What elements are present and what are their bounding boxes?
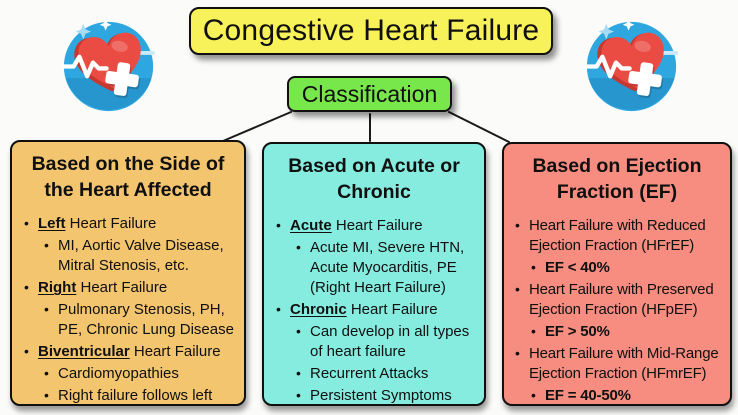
list-subitem-label: Can develop in all types of heart failur… <box>310 323 470 361</box>
list-item-label: Chronic Heart Failure <box>290 301 438 319</box>
bullet-dot: • <box>296 239 301 256</box>
bullet-dot: • <box>276 217 281 234</box>
heart-health-icon <box>583 18 680 115</box>
list-item: • Acute Heart Failure <box>272 216 476 236</box>
list-subitem-label: Right failure follows left <box>58 386 213 404</box>
list-subitem-label: Acute MI, Severe HTN, Acute Myocarditis,… <box>310 239 465 297</box>
list-item-label: Biventricular Heart Failure <box>38 343 221 361</box>
bullet-dot: • <box>44 301 49 318</box>
bullet-dot: • <box>24 215 29 232</box>
list-item: • Right Heart Failure <box>20 278 236 298</box>
category-box-side-of-heart: Based on the Side of the Heart Affected … <box>10 140 246 406</box>
list-subitem: • EF = 40-50% <box>531 386 723 406</box>
bullet-dot: • <box>531 259 536 276</box>
list-subitem-label: Cardiomyopathies <box>58 365 179 383</box>
heart-health-icon <box>60 18 157 115</box>
list-item: • Chronic Heart Failure <box>272 300 476 320</box>
list-subitem: • Right failure follows left <box>44 386 236 406</box>
bullet-dot: • <box>296 323 301 340</box>
ef-value: EF < 40% <box>545 259 610 277</box>
bullet-dot: • <box>44 386 49 403</box>
ef-value: EF = 40-50% <box>545 386 631 404</box>
box-title: Based on Acute or Chronic <box>288 155 460 203</box>
category-box-ejection-fraction: Based on Ejection Fraction (EF) • Heart … <box>502 142 732 406</box>
list-subitem: • MI, Aortic Valve Disease, Mitral Steno… <box>44 236 236 276</box>
list-subitem-label: Persistent Symptoms <box>310 386 452 404</box>
connector-line-right <box>448 111 510 143</box>
category-box-acute-chronic: Based on Acute or Chronic • Acute Heart … <box>262 142 486 406</box>
list-subitem: • Recurrent Attacks <box>296 364 476 384</box>
list-subitem: • Persistent Symptoms <box>296 386 476 406</box>
bullet-dot: • <box>515 345 520 362</box>
ef-value: EF > 50% <box>545 323 610 341</box>
bullet-dot: • <box>531 386 536 403</box>
bullet-dot: • <box>515 281 520 298</box>
bullet-dot: • <box>296 386 301 403</box>
list-item-label: Heart Failure with Mid-Range Ejection Fr… <box>529 345 719 383</box>
bullet-dot: • <box>515 217 520 234</box>
list-item: • Heart Failure with Reduced Ejection Fr… <box>511 216 723 256</box>
list-item: • Heart Failure with Mid-Range Ejection … <box>511 344 723 384</box>
list-item: • Biventricular Heart Failure <box>20 342 236 362</box>
list-item-label: Heart Failure with Reduced Ejection Frac… <box>529 217 706 255</box>
list-subitem-label: Recurrent Attacks <box>310 365 429 383</box>
list-subitem-label: MI, Aortic Valve Disease, Mitral Stenosi… <box>58 237 224 275</box>
bullet-dot: • <box>44 237 49 254</box>
list-subitem: • Pulmonary Stenosis, PH, PE, Chronic Lu… <box>44 300 236 340</box>
list-item: • Left Heart Failure <box>20 214 236 234</box>
list-subitem-label: Pulmonary Stenosis, PH, PE, Chronic Lung… <box>58 301 234 339</box>
classification-node: Classification <box>287 76 452 112</box>
connector-line-left <box>222 111 292 142</box>
list-item: • Heart Failure with Preserved Ejection … <box>511 280 723 320</box>
page-title: Congestive Heart Failure <box>189 7 553 55</box>
box-title: Based on the Side of the Heart Affected <box>31 153 225 201</box>
list-item-label: Left Heart Failure <box>38 215 157 233</box>
list-subitem: • Cardiomyopathies <box>44 364 236 384</box>
list-item-label: Heart Failure with Preserved Ejection Fr… <box>529 281 714 319</box>
list-item-label: Acute Heart Failure <box>290 217 423 235</box>
box-title: Based on Ejection Fraction (EF) <box>532 155 702 203</box>
list-subitem: • Acute MI, Severe HTN, Acute Myocarditi… <box>296 238 476 298</box>
bullet-dot: • <box>296 365 301 382</box>
bullet-dot: • <box>24 279 29 296</box>
list-subitem: • EF > 50% <box>531 322 723 342</box>
bullet-dot: • <box>276 301 281 318</box>
bullet-dot: • <box>24 343 29 360</box>
list-subitem: • EF < 40% <box>531 258 723 278</box>
list-subitem: • Can develop in all types of heart fail… <box>296 322 476 362</box>
list-item-label: Right Heart Failure <box>38 279 168 297</box>
bullet-dot: • <box>44 365 49 382</box>
bullet-dot: • <box>531 323 536 340</box>
